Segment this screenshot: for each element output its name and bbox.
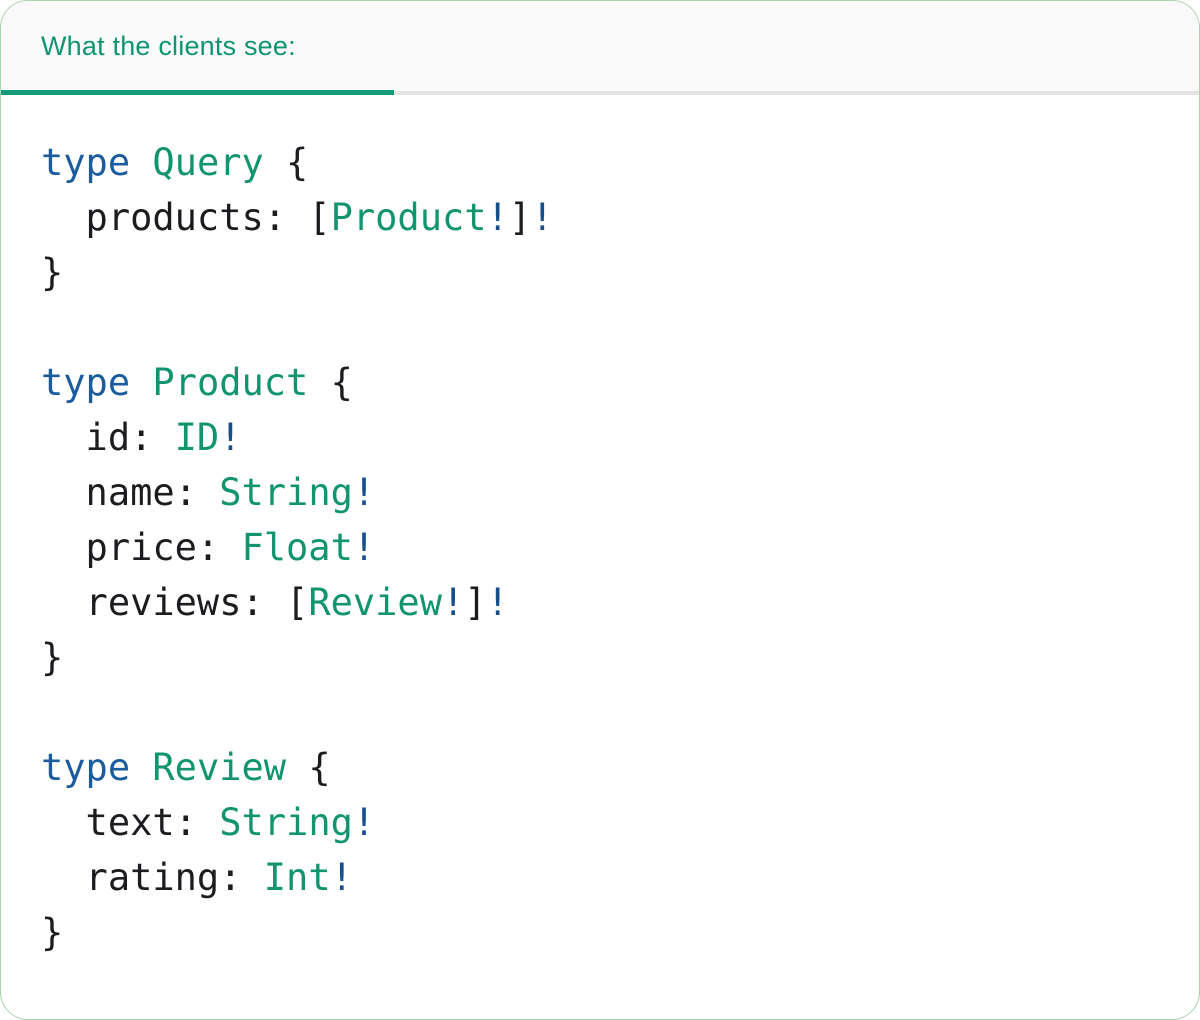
tab-label: What the clients see: xyxy=(41,30,296,61)
code-token-plain: ] xyxy=(464,581,487,624)
schema-code-block: type Query { products: [Product!]!} type… xyxy=(1,95,1199,960)
code-token-plain: id: xyxy=(41,416,175,459)
code-token-bang: ! xyxy=(486,196,509,239)
code-token-plain: name: xyxy=(41,471,220,514)
code-token-kw: type xyxy=(41,361,131,404)
code-token-bang: ! xyxy=(352,471,376,514)
code-token-bang: ! xyxy=(219,416,242,459)
code-token-type: ID xyxy=(174,416,220,459)
code-token-plain: ] xyxy=(508,196,532,239)
code-token-kw: type xyxy=(41,746,131,789)
code-line xyxy=(41,685,1169,740)
code-token-type: Review xyxy=(308,581,442,624)
code-token-plain xyxy=(130,746,152,789)
tab-bar: What the clients see: xyxy=(1,1,1199,95)
code-token-type: String xyxy=(219,471,353,514)
code-line: price: Float! xyxy=(41,520,1169,575)
code-token-type: Query xyxy=(152,141,264,184)
code-token-bang: ! xyxy=(486,581,509,624)
code-line: type Product { xyxy=(41,355,1169,410)
code-token-plain: { xyxy=(286,746,331,789)
code-token-type: String xyxy=(219,801,353,844)
code-token-type: Int xyxy=(263,856,331,899)
code-token-type: Review xyxy=(152,746,287,789)
code-token-type: Product xyxy=(330,196,487,239)
code-line: } xyxy=(41,245,1169,300)
code-token-plain xyxy=(130,361,152,404)
code-token-bang: ! xyxy=(330,856,353,899)
code-token-bang: ! xyxy=(352,801,376,844)
code-token-plain: price: xyxy=(41,526,242,569)
code-token-type: Float xyxy=(241,526,353,569)
code-token-plain: } xyxy=(41,636,64,679)
code-token-bang: ! xyxy=(531,196,554,239)
code-token-plain: reviews: [ xyxy=(41,581,309,624)
code-token-plain: } xyxy=(41,911,64,954)
code-line xyxy=(41,300,1169,355)
code-line: id: ID! xyxy=(41,410,1169,465)
code-token-kw: type xyxy=(41,141,131,184)
code-line: } xyxy=(41,905,1169,960)
code-line: products: [Product!]! xyxy=(41,190,1169,245)
code-line: reviews: [Review!]! xyxy=(41,575,1169,630)
code-token-bang: ! xyxy=(352,526,376,569)
code-token-plain: } xyxy=(41,251,64,294)
code-line: text: String! xyxy=(41,795,1169,850)
code-line: type Review { xyxy=(41,740,1169,795)
code-token-plain: rating: xyxy=(41,856,264,899)
code-token-plain: { xyxy=(263,141,309,184)
code-token-plain: text: xyxy=(41,801,220,844)
code-line: rating: Int! xyxy=(41,850,1169,905)
code-line: type Query { xyxy=(41,135,1169,190)
code-token-plain: { xyxy=(308,361,353,404)
code-line: name: String! xyxy=(41,465,1169,520)
code-line: } xyxy=(41,630,1169,685)
tab-what-clients-see[interactable]: What the clients see: xyxy=(1,1,394,91)
code-token-plain: products: [ xyxy=(41,196,331,239)
active-tab-underline xyxy=(1,90,394,95)
code-token-plain xyxy=(130,141,152,184)
code-token-type: Product xyxy=(152,361,309,404)
code-token-bang: ! xyxy=(441,581,465,624)
